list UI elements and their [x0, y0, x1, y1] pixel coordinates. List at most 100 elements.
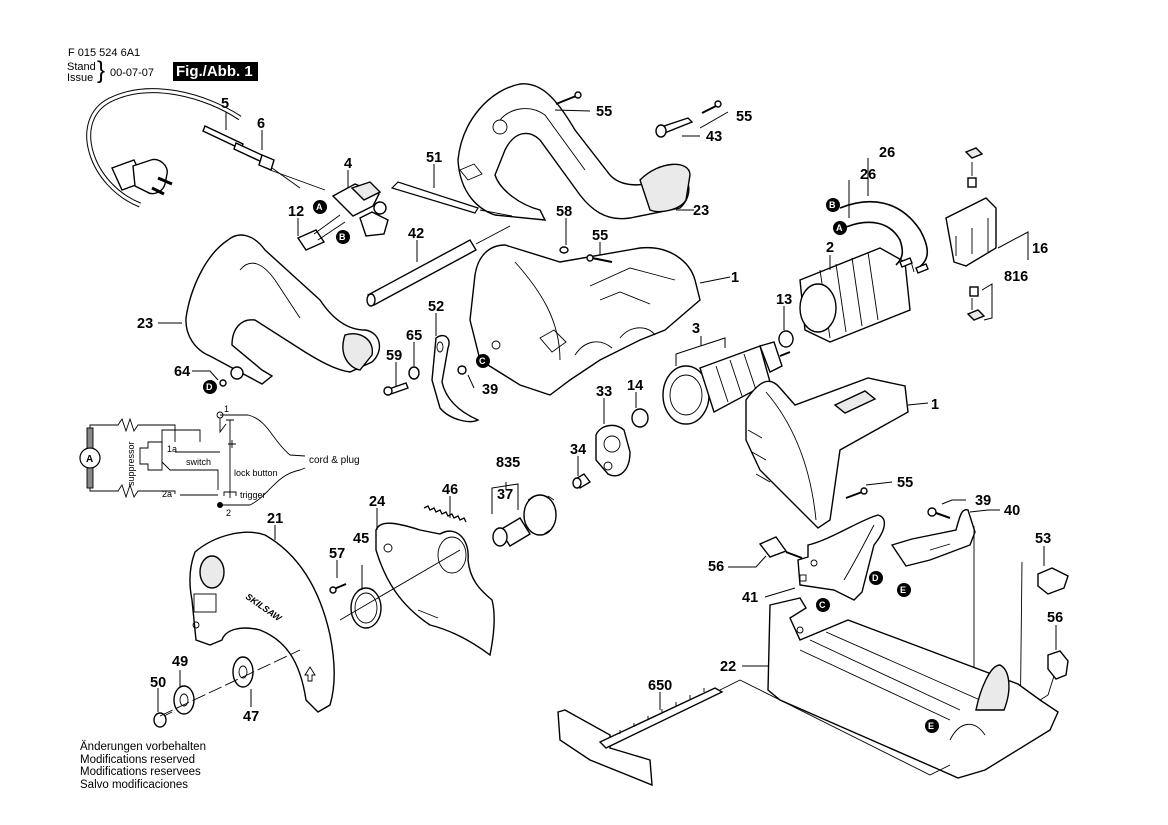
- callout-14: 14: [627, 378, 643, 394]
- cord-plug-label: cord & plug: [309, 455, 360, 466]
- callout-650: 650: [648, 678, 672, 694]
- brace-glyph: }: [97, 57, 106, 84]
- svg-text:C: C: [479, 356, 486, 366]
- svg-text:E: E: [928, 721, 934, 731]
- callout-50: 50: [150, 675, 166, 691]
- callout-3: 3: [692, 321, 700, 337]
- callout-23: 23: [693, 203, 709, 219]
- callout-6: 6: [257, 116, 265, 132]
- callout-4: 4: [344, 156, 352, 172]
- callout-39: 39: [482, 382, 498, 398]
- callout-59: 59: [386, 348, 402, 364]
- callout-16: 16: [1032, 241, 1048, 257]
- marker-e: E: [897, 583, 911, 597]
- upper-handle-part: [457, 83, 691, 221]
- screw-part: [329, 583, 347, 594]
- issue-label: Issue: [67, 72, 94, 84]
- lock-button-label: lock button: [234, 468, 278, 478]
- callout-2: 2: [826, 240, 834, 256]
- flange-part: [232, 656, 254, 688]
- callout-41: 41: [742, 590, 758, 606]
- motor-housing-part: [469, 244, 701, 396]
- figure-label: Fig./Abb. 1: [173, 62, 258, 81]
- knob-part: [1047, 650, 1069, 680]
- callout-58: 58: [556, 204, 572, 220]
- trigger-label: trigger: [240, 490, 266, 500]
- stand-label: Stand: [67, 61, 96, 73]
- screw-part: [559, 246, 613, 263]
- callout-55: 55: [592, 228, 608, 244]
- field-coil-part: [799, 247, 915, 343]
- flange-part: [173, 685, 195, 715]
- callout-34: 34: [570, 442, 586, 458]
- callout-42: 42: [408, 226, 424, 242]
- screw-part: [845, 487, 868, 499]
- callout-49: 49: [172, 654, 188, 670]
- suppressor-label: suppressor: [126, 441, 136, 486]
- issue-date: 00-07-07: [110, 67, 155, 79]
- callout-53: 53: [1035, 531, 1051, 547]
- svg-text:D: D: [206, 382, 213, 392]
- callout-40: 40: [1004, 503, 1020, 519]
- callout-24: 24: [369, 494, 385, 510]
- callout-816: 816: [1004, 269, 1028, 285]
- screw-part: [457, 365, 467, 375]
- svg-text:E: E: [900, 585, 906, 595]
- callout-1: 1: [731, 270, 739, 286]
- guard-pin-part: [366, 225, 511, 307]
- callout-56: 56: [708, 559, 724, 575]
- marker-e: E: [925, 719, 939, 733]
- disclaimer-line-es: Salvo modificaciones: [80, 778, 189, 791]
- callout-5: 5: [221, 96, 229, 112]
- callout-39: 39: [975, 493, 991, 509]
- power-cord-part: [86, 88, 326, 208]
- callout-56: 56: [1047, 610, 1063, 626]
- callout-23: 23: [137, 316, 153, 332]
- brush-holder-part: [945, 147, 997, 321]
- screw-part: [383, 382, 409, 396]
- callout-64: 64: [174, 364, 190, 380]
- motor-symbol: A: [86, 454, 93, 465]
- switch-part: [296, 181, 389, 251]
- callout-55: 55: [897, 475, 913, 491]
- bolt-part: [153, 711, 173, 728]
- depth-bracket-part: [890, 507, 976, 567]
- disclaimer-line-de: Änderungen vorbehalten: [80, 741, 206, 753]
- callout-45: 45: [353, 531, 369, 547]
- screw-part: [555, 91, 722, 114]
- callout-65: 65: [406, 328, 422, 344]
- blade-housing-part: [745, 377, 909, 529]
- svg-text:D: D: [872, 573, 879, 583]
- spindle-gear-part: [492, 494, 557, 547]
- spring-clip-part: [655, 117, 694, 138]
- knob-part: [1037, 567, 1069, 595]
- terminal-2a-label: 2a: [162, 489, 172, 499]
- stand-issue-label: Stand Issue: [67, 62, 96, 84]
- marker-b: B: [336, 230, 350, 244]
- disclaimer-line-fr: Modifications reservees: [80, 766, 201, 779]
- callout-1: 1: [931, 397, 939, 413]
- marker-a: A: [313, 200, 327, 214]
- armature-part: [662, 341, 791, 425]
- svg-text:B: B: [339, 232, 346, 242]
- callout-55: 55: [596, 104, 612, 120]
- wire-lead-part: [839, 200, 929, 274]
- callout-33: 33: [596, 384, 612, 400]
- callout-37: 37: [497, 487, 513, 503]
- callout-835: 835: [496, 455, 520, 471]
- base-plate-part: [767, 597, 1059, 779]
- callout-52: 52: [428, 299, 444, 315]
- wiring-diagram: A 1 2 1a 2a suppressor switch lock butto…: [79, 404, 360, 518]
- spring-part: [423, 505, 467, 523]
- marker-c: C: [816, 598, 830, 612]
- document-number: F 015 524 6A1: [68, 47, 141, 59]
- bearing-part: [778, 330, 794, 348]
- callout-55: 55: [736, 109, 752, 125]
- callout-13: 13: [776, 292, 792, 308]
- callout-46: 46: [442, 482, 458, 498]
- washer-part: [408, 366, 420, 380]
- callout-57: 57: [329, 546, 345, 562]
- callout-26: 26: [879, 145, 895, 161]
- terminal-2-label: 2: [226, 508, 231, 518]
